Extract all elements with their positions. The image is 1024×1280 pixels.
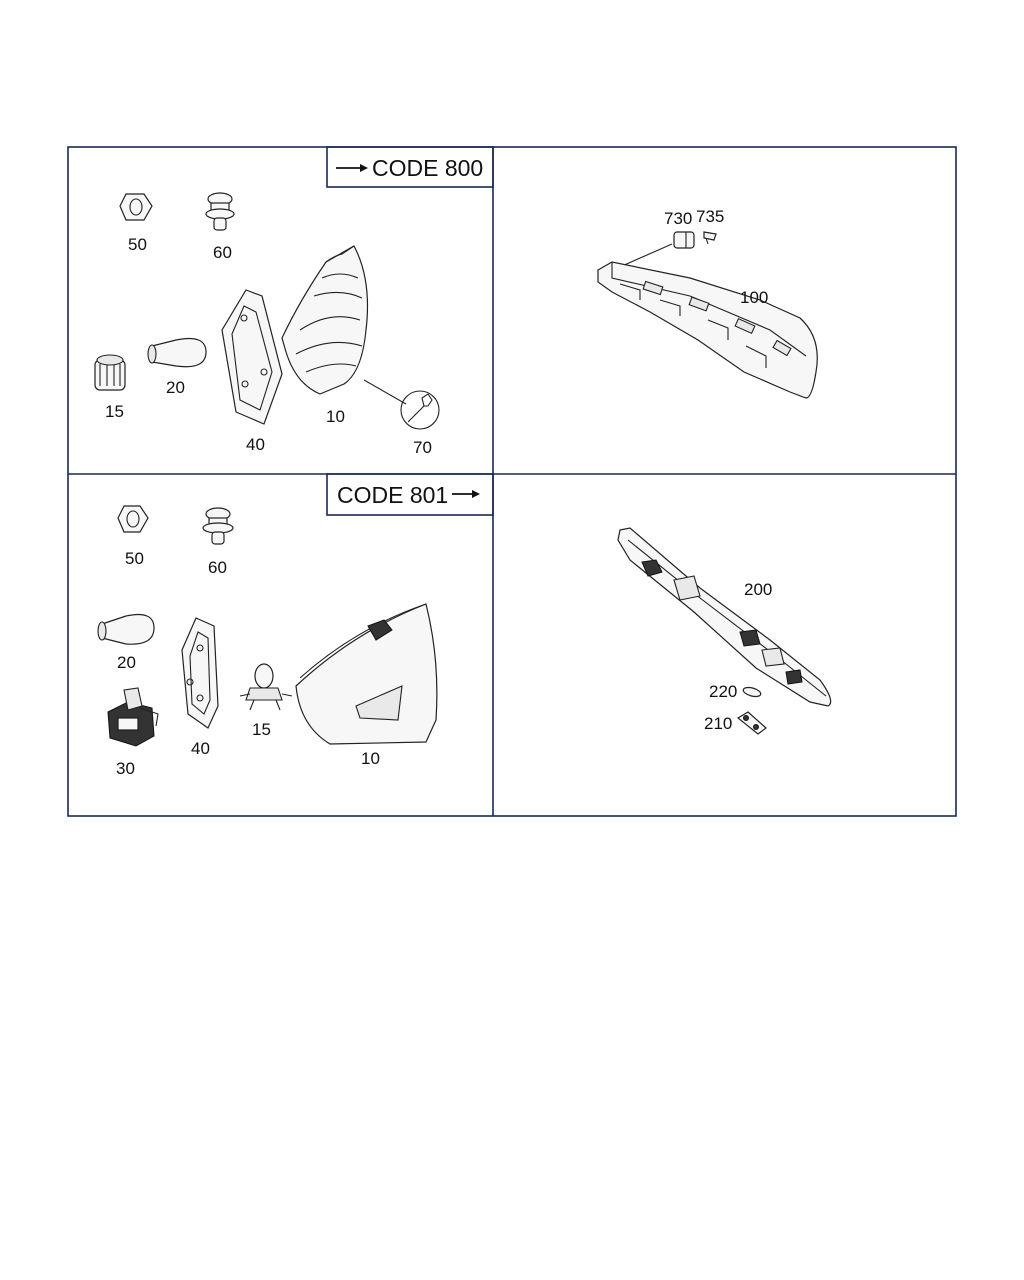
part-label-730: 730	[664, 209, 692, 228]
code-box-801	[326, 473, 494, 516]
bulb-icon	[97, 613, 155, 645]
part-label-20: 20	[166, 378, 185, 397]
tail-lamp-icon	[295, 603, 438, 745]
part-label-210: 210	[704, 714, 732, 733]
panel-top-left: CODE 800 50 60 15 20	[94, 146, 494, 457]
nut-icon	[117, 505, 149, 533]
part-label-40: 40	[246, 435, 265, 454]
bulb-socket-icon	[239, 663, 293, 711]
panel-bottom-right: 200 220 210	[617, 527, 832, 735]
part-label-70: 70	[413, 438, 432, 457]
part-label-220: 220	[709, 682, 737, 701]
bracket-icon	[736, 711, 767, 735]
part-label-40: 40	[191, 739, 210, 758]
nut-icon	[119, 193, 153, 221]
leader-line	[621, 243, 673, 267]
part-label-100: 100	[740, 288, 768, 307]
bulb-icon	[147, 337, 207, 368]
bulb-holder-icon	[107, 687, 159, 747]
part-label-50: 50	[128, 235, 147, 254]
trim-panel-icon	[617, 527, 832, 707]
leader-line	[363, 379, 407, 405]
part-label-10: 10	[326, 407, 345, 426]
part-label-200: 200	[744, 580, 772, 599]
panel-bottom-left: CODE 801 50 60 20	[97, 473, 494, 778]
arrow-right-icon	[336, 164, 368, 172]
part-label-60: 60	[208, 558, 227, 577]
code-label-800: CODE 800	[372, 155, 483, 181]
part-label-15: 15	[252, 720, 271, 739]
bulb-socket-icon	[94, 354, 126, 391]
grommet-icon	[673, 231, 695, 249]
part-label-60: 60	[213, 243, 232, 262]
screw-icon	[703, 231, 717, 245]
part-label-30: 30	[116, 759, 135, 778]
gasket-icon	[221, 289, 283, 425]
code-label-801: CODE 801	[337, 482, 448, 508]
part-label-50: 50	[125, 549, 144, 568]
small-bulb-icon	[742, 686, 762, 698]
arrow-right-icon	[452, 490, 480, 498]
wrench-icon	[400, 390, 440, 430]
code-box-800	[326, 146, 494, 188]
clip-icon	[202, 507, 234, 545]
lamp-carrier-icon	[597, 261, 818, 399]
panel-top-right: 730 735 100	[597, 207, 818, 399]
part-label-15: 15	[105, 402, 124, 421]
gasket-icon	[181, 617, 219, 729]
part-label-10: 10	[361, 749, 380, 768]
tail-lamp-icon	[281, 245, 369, 395]
clip-icon	[205, 192, 235, 231]
part-label-20: 20	[117, 653, 136, 672]
part-label-735: 735	[696, 207, 724, 226]
